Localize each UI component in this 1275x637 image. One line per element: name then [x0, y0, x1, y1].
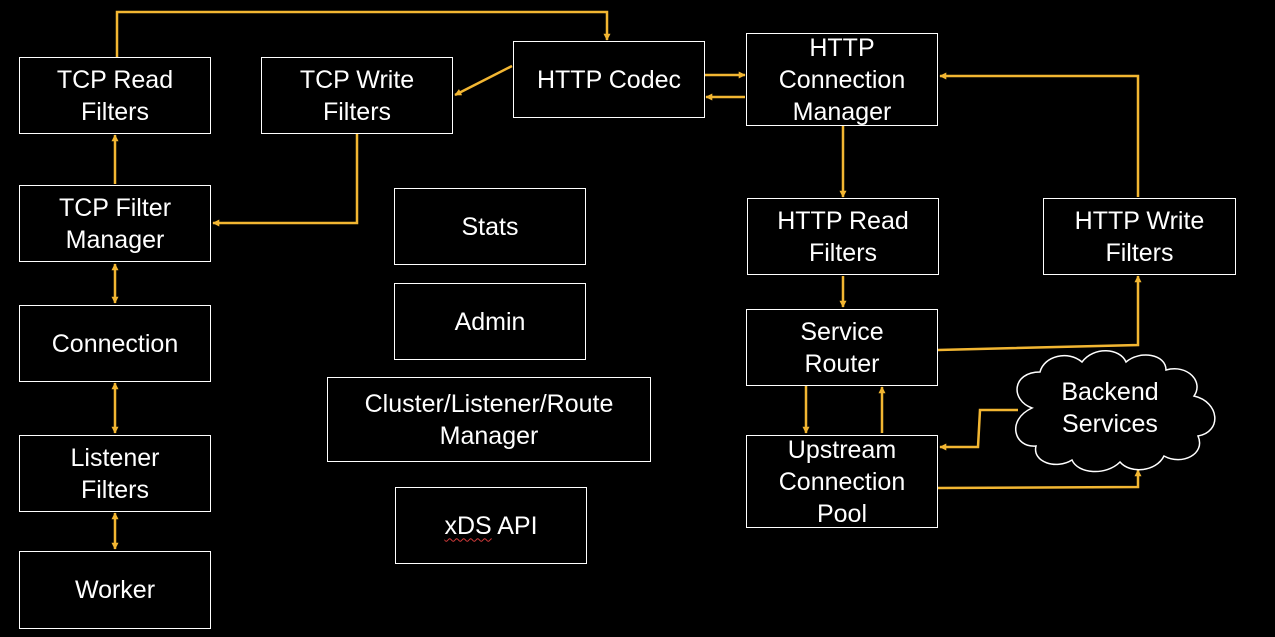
- arrow-pool-to-backend: [937, 469, 1142, 490]
- xds-text: xDS: [444, 511, 492, 540]
- xds-api-box: xDS API: [395, 487, 587, 564]
- arrow-tcpwrite-to-filtermgr: [212, 134, 359, 227]
- stats-box: Stats: [394, 188, 586, 265]
- arrow-backend-to-pool: [939, 408, 1018, 451]
- connection-box: Connection: [19, 305, 211, 382]
- admin-box: Admin: [394, 283, 586, 360]
- upstream-connection-pool-box: Upstream Connection Pool: [746, 435, 938, 528]
- http-read-filters-box: HTTP Read Filters: [747, 198, 939, 275]
- arrow-tcpread-to-httpcodec: [115, 10, 611, 57]
- tcp-filter-manager-box: TCP Filter Manager: [19, 185, 211, 262]
- http-connection-manager-box: HTTP Connection Manager: [746, 33, 938, 126]
- tcp-write-filters-box: TCP Write Filters: [261, 57, 453, 134]
- service-router-box: Service Router: [746, 309, 938, 386]
- arrow-httpcodec-to-tcpwrite: [454, 64, 513, 97]
- arrow-httpwrite-to-connmgr: [939, 72, 1140, 197]
- api-text: API: [491, 511, 538, 540]
- tcp-read-filters-box: TCP Read Filters: [19, 57, 211, 134]
- cluster-listener-route-manager-box: Cluster/Listener/Route Manager: [327, 377, 651, 462]
- xds-api-label: xDS API: [444, 510, 537, 542]
- arrow-router-to-httpwrite: [937, 275, 1142, 352]
- backend-services-label: Backend Services: [1061, 378, 1159, 438]
- worker-box: Worker: [19, 551, 211, 629]
- http-write-filters-box: HTTP Write Filters: [1043, 198, 1236, 275]
- listener-filters-box: Listener Filters: [19, 435, 211, 512]
- http-codec-box: HTTP Codec: [513, 41, 705, 118]
- cloud-shape: [1014, 350, 1216, 473]
